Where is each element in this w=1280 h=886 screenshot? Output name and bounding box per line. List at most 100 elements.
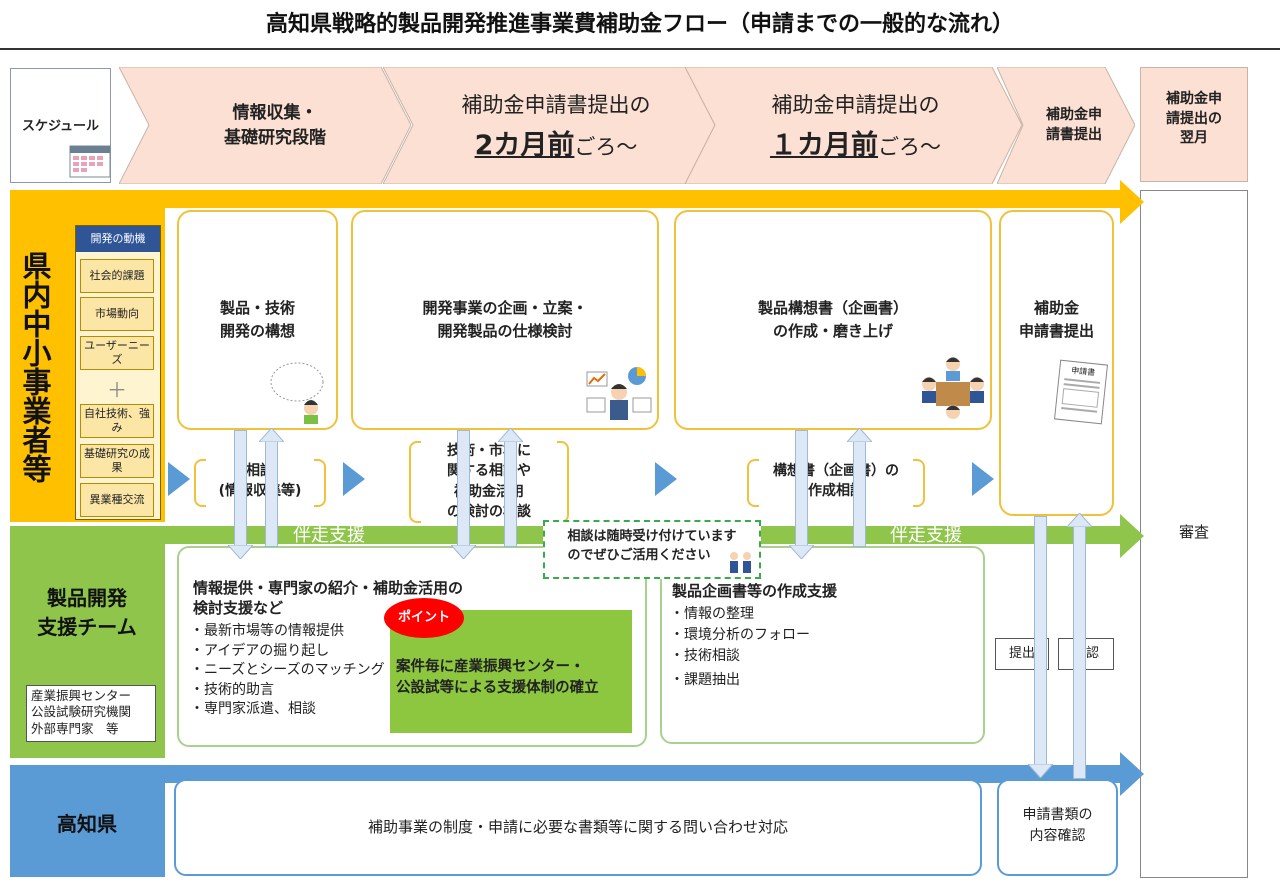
consult-3: 構想書（企画書）の 作成相談 xyxy=(747,459,925,507)
step5-line1: 補助金申 xyxy=(1166,91,1222,107)
page-title: 高知県戦略的製品開発推進事業費補助金フロー（申請までの一般的な流れ） xyxy=(0,0,1280,50)
flow-arrow-4 xyxy=(972,462,994,496)
sme-arrow-head xyxy=(1120,180,1144,224)
review-label: 審査 xyxy=(1178,523,1209,541)
connector-up-3 xyxy=(853,441,866,547)
pref-inquiry-text: 補助事業の制度・申請に必要な書類等に関する問い合わせ対応 xyxy=(367,818,788,836)
consult-1: 相談 (情報収集等) xyxy=(194,459,326,507)
connector-down-1-head xyxy=(228,545,253,559)
card2-line1: 開発事業の企画・立案・ xyxy=(422,299,588,317)
support-left-item-2: ・アイデアの掘り起し xyxy=(190,642,330,659)
point-line-1: 案件毎に産業振興センター・ xyxy=(396,659,585,675)
thinking-person-icon xyxy=(270,362,324,424)
connector-up-2-head xyxy=(498,428,523,442)
pref-row-label: 高知県 xyxy=(57,812,117,836)
consult-note-line1: 相談は随時受け付けています xyxy=(567,529,737,544)
support-left-item-3: ・ニーズとシーズのマッチング xyxy=(190,662,385,679)
team-row-label: 製品開発 支援チーム xyxy=(14,584,160,642)
analysis-person-icon xyxy=(586,367,652,420)
team-org-1: 産業振興センター xyxy=(31,688,132,703)
team-arrow-head xyxy=(1120,514,1144,558)
connector-up-3-head xyxy=(847,428,872,442)
consult-1-line1: 相談 xyxy=(246,463,274,479)
support-left-title-2: 検討支援など xyxy=(193,599,284,618)
step4-line2: 請書提出 xyxy=(1046,126,1102,143)
sme-row-label: 県内中小事業者等 xyxy=(18,251,52,483)
pref-check-box: 申請書類の 内容確認 xyxy=(997,779,1118,876)
support-right-item-2: ・環境分析のフォロー xyxy=(670,627,810,643)
connector-confirm xyxy=(1073,526,1086,779)
support-left-item-4: ・技術的助言 xyxy=(190,681,274,698)
support-left-list: ・最新市場等の情報提供 ・アイデアの掘り起し ・ニーズとシーズのマッチング ・技… xyxy=(190,622,385,720)
application-doc-icon: 申請書 xyxy=(1053,359,1109,425)
point-line-2: 公設試等による支援体制の確立 xyxy=(396,680,599,697)
step3-line1: 補助金申請提出の xyxy=(771,93,940,117)
connector-up-2 xyxy=(504,441,517,547)
connector-down-3-head xyxy=(789,545,814,559)
support-band-label-right: 伴走支援 xyxy=(890,525,962,546)
connector-up-1 xyxy=(265,441,278,547)
card-submission: 補助金 申請書提出 申請書 xyxy=(999,210,1114,516)
step1-line1: 情報収集・ xyxy=(232,102,318,123)
step2-suffix: ごろ～ xyxy=(574,135,638,159)
team-label-line2: 支援チーム xyxy=(37,615,137,639)
step3-suffix: ごろ～ xyxy=(878,135,941,159)
pref-check-line2: 内容確認 xyxy=(1029,828,1086,844)
schedule-label: スケジュール xyxy=(21,119,100,134)
consult-note-line2: のでぜひご活用ください xyxy=(567,547,711,563)
support-right-item-1: ・情報の整理 xyxy=(670,606,754,622)
support-left-title: 情報提供・専門家の紹介・補助金活用の 検討支援など xyxy=(193,578,463,619)
connector-down-2-head xyxy=(451,545,476,559)
schedule-label-box: スケジュール xyxy=(10,68,111,183)
support-right-list: ・情報の整理 ・環境分析のフォロー ・技術相談 ・課題抽出 xyxy=(670,604,810,691)
connector-down-3 xyxy=(795,430,808,547)
step5-line2: 請提出の xyxy=(1166,110,1222,127)
connector-down-2 xyxy=(457,430,470,547)
consult-3-line2: 作成相談 xyxy=(808,483,864,500)
pref-top-band xyxy=(165,765,1120,783)
meeting-people-icon xyxy=(922,357,984,419)
connector-submit-head xyxy=(1028,764,1053,778)
step2-big: 2カ月前 xyxy=(474,130,575,161)
motive-user: ユーザーニーズ xyxy=(80,336,154,370)
schedule-step-2: 補助金申請書提出の 2カ月前ごろ～ xyxy=(383,67,715,184)
consult-note: 相談は随時受け付けています のでぜひご活用ください xyxy=(543,520,761,579)
pref-inquiry-box: 補助事業の制度・申請に必要な書類等に関する問い合わせ対応 xyxy=(174,779,982,876)
motive-market: 市場動向 xyxy=(80,297,154,331)
connector-submit xyxy=(1034,516,1047,766)
consult-2-line2: 関する相談や xyxy=(447,463,531,480)
confirm-label: 確認 xyxy=(1058,638,1114,670)
support-right-card xyxy=(660,546,985,744)
team-org-3: 外部専門家 等 xyxy=(31,720,119,736)
schedule-step-4: 補助金申 請書提出 xyxy=(997,67,1135,184)
calendar-icon xyxy=(69,145,111,178)
step5-line3: 翌月 xyxy=(1180,130,1208,147)
card-proposal: 製品構想書（企画書） の作成・磨き上げ xyxy=(674,210,992,430)
consult-2-line3: 補助金活用 xyxy=(454,483,524,500)
flow-arrow-1 xyxy=(168,462,190,496)
flow-arrow-3 xyxy=(655,462,677,496)
pref-arrow-head xyxy=(1120,752,1144,796)
motives-header: 開発の動機 xyxy=(76,226,160,252)
flow-arrow-2 xyxy=(343,462,365,496)
consult-3-line1: 構想書（企画書）の xyxy=(773,463,899,479)
consult-1-line2: (情報収集等) xyxy=(218,483,302,500)
support-right-title: 製品企画書等の作成支援 xyxy=(672,582,838,600)
connector-down-1 xyxy=(234,430,247,547)
card-planning: 開発事業の企画・立案・ 開発製品の仕様検討 xyxy=(351,210,659,430)
plus-icon: ＋ xyxy=(107,378,127,402)
card2-line2: 開発製品の仕様検討 xyxy=(437,321,573,340)
step3-big: １カ月前 xyxy=(770,130,878,161)
team-org-2: 公設試験研究機関 xyxy=(31,704,132,720)
motive-tech: 自社技術、強み xyxy=(80,404,154,438)
connector-up-1-head xyxy=(259,428,284,442)
support-left-item-1: ・最新市場等の情報提供 xyxy=(190,623,344,639)
card1-line2: 開発の構想 xyxy=(219,321,295,340)
team-orgs-box: 産業振興センター 公設試験研究機関 外部専門家 等 xyxy=(26,685,156,742)
card3-line1: 製品構想書（企画書） xyxy=(757,299,908,317)
consult-2: 技術・市場に 関する相談や 補助金活用 の検討の相談 xyxy=(409,441,569,523)
support-band-label-left: 伴走支援 xyxy=(293,525,365,546)
team-label-line1: 製品開発 xyxy=(47,586,127,610)
support-left-item-5: ・専門家派遣、相談 xyxy=(190,701,316,718)
motive-cross: 異業種交流 xyxy=(80,483,154,517)
